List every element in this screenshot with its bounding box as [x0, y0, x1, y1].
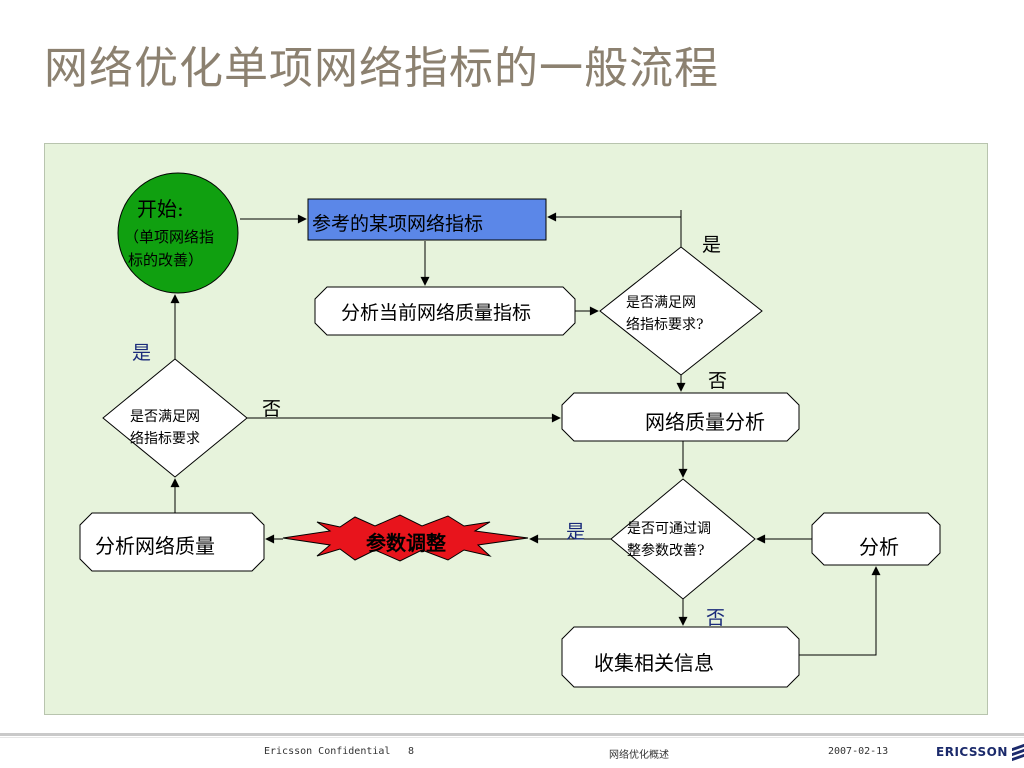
start-node — [117, 172, 239, 294]
footer-divider-thin — [0, 737, 1024, 738]
ref-indicator-label: 参考的某项网络指标 — [312, 213, 484, 235]
decision-top-label-2: 络指标要求? — [626, 317, 704, 333]
edge-collect-to-analysis — [799, 566, 881, 656]
analyze-current-label: 分析当前网络质量指标 — [341, 302, 532, 324]
param-adjust-burst — [282, 514, 529, 562]
footer-confidential: Ericsson Confidential — [264, 746, 391, 757]
logo-text: ERICSSON — [936, 745, 1008, 759]
decision-param-label-1: 是否可通过调 — [627, 521, 711, 537]
page-title: 网络优化单项网络指标的一般流程 — [44, 43, 719, 94]
footer-page-number: 8 — [408, 746, 415, 757]
edge-top-yes-loop — [547, 212, 682, 247]
ref-indicator-box — [307, 198, 547, 241]
collect-info-label: 收集相关信息 — [594, 651, 714, 675]
edge-label-top-no: 否 — [708, 370, 728, 392]
decision-top-label-1: 是否满足网 — [626, 295, 696, 311]
ericsson-mark-icon — [1011, 743, 1024, 762]
edge-label-param-yes: 是 — [566, 521, 586, 543]
analyze-current-shape — [314, 286, 576, 336]
analyze-quality-label: 分析网络质量 — [95, 534, 215, 558]
decision-param-label-2: 整参数改善? — [627, 543, 705, 559]
footer-subject: 网络优化概述 — [609, 750, 669, 761]
ericsson-logo: ERICSSON — [936, 741, 1024, 763]
decision-left-label-1: 是否满足网 — [130, 409, 200, 425]
param-adjust-label: 参数调整 — [366, 531, 446, 555]
collect-info-shape — [561, 626, 800, 688]
edge-label-top-yes: 是 — [702, 234, 722, 256]
start-label-1: 开始: — [137, 197, 184, 221]
analysis-shape — [811, 512, 941, 566]
footer-divider — [0, 733, 1024, 736]
network-quality-analysis-shape — [561, 392, 800, 442]
edge-label-left-yes: 是 — [132, 342, 152, 364]
analyze-quality-shape — [79, 512, 265, 572]
start-label-3: 标的改善） — [128, 251, 204, 269]
start-label-2: （单项网络指 — [124, 228, 215, 246]
decision-left-diamond — [102, 358, 248, 478]
decision-param-diamond — [610, 478, 756, 600]
network-quality-analysis-label: 网络质量分析 — [645, 410, 765, 434]
decision-left-label-2: 络指标要求 — [130, 431, 200, 447]
edge-label-param-no: 否 — [706, 607, 726, 629]
analysis-label: 分析 — [859, 535, 899, 559]
edge-label-left-no: 否 — [262, 398, 282, 420]
footer-date: 2007-02-13 — [828, 746, 889, 757]
